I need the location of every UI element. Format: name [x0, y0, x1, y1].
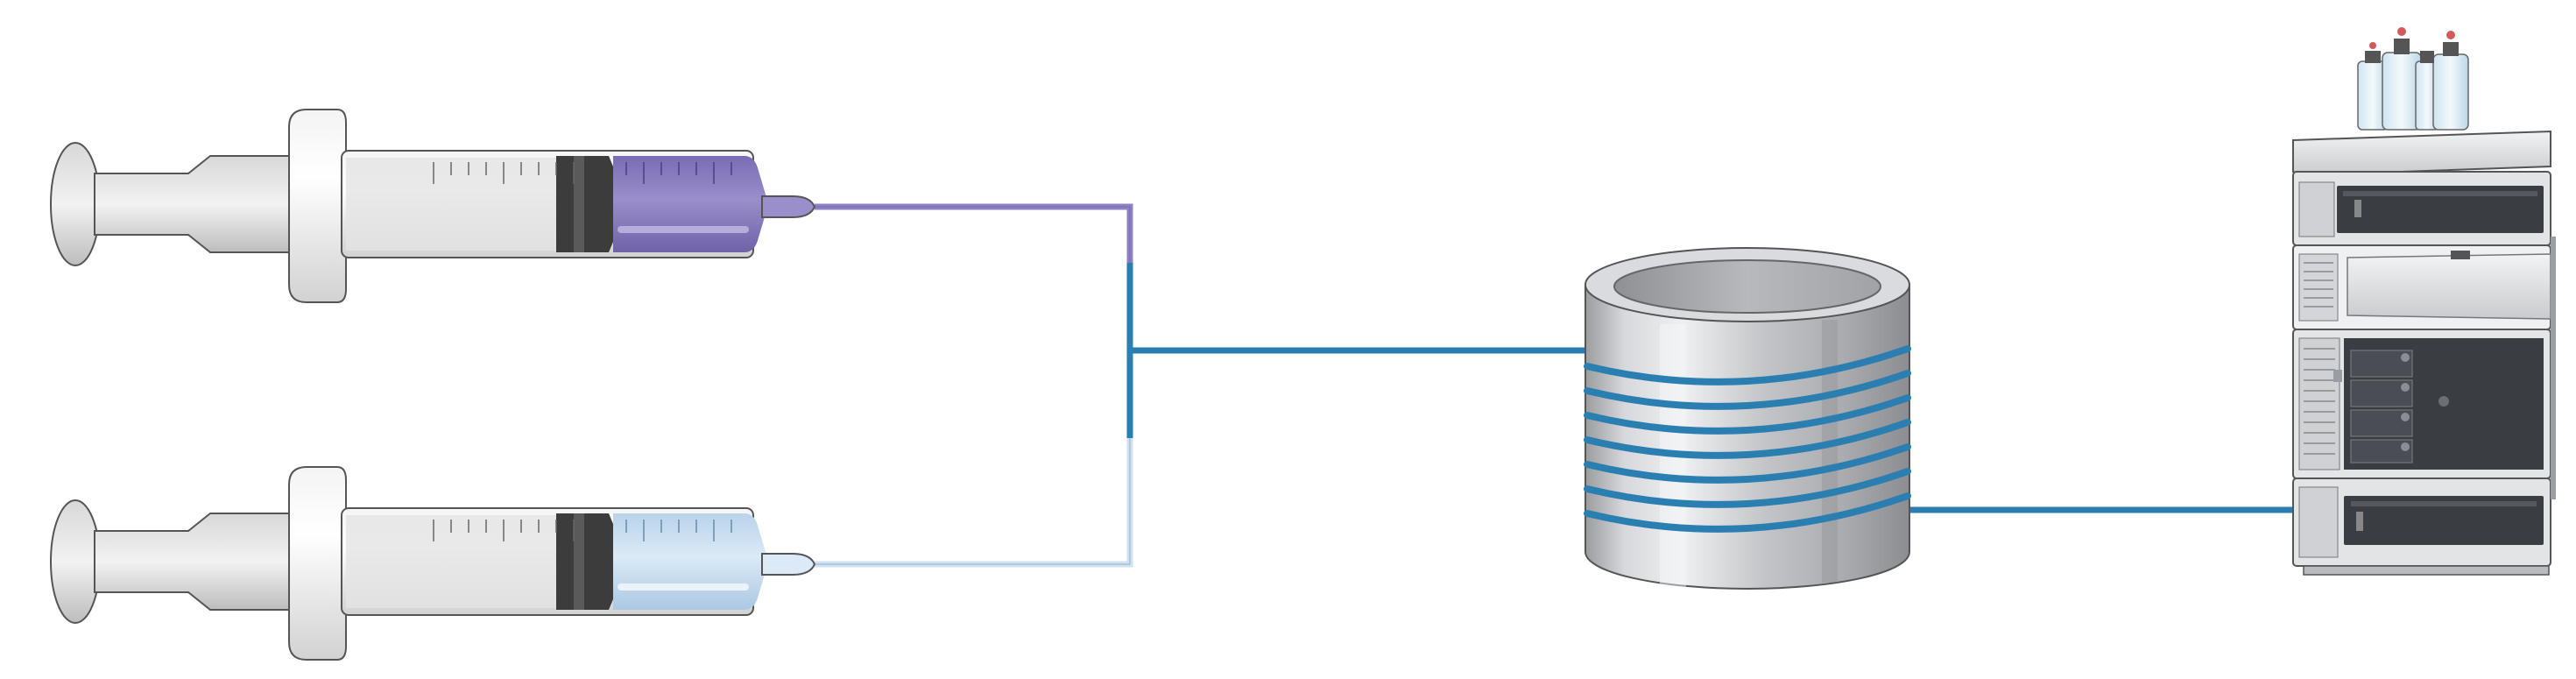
coil-windings: [1584, 345, 1911, 533]
tubing: [815, 203, 2299, 568]
syringe-top: [50, 109, 816, 303]
detector-module: [2292, 477, 2551, 576]
hplc-instrument: [2292, 27, 2556, 576]
plunger-cap: [50, 499, 101, 624]
reactor-body: [1584, 284, 1910, 590]
solvent-bottle: [2432, 53, 2469, 131]
autosampler-module: [2292, 244, 2551, 330]
reagent-liquid: [613, 513, 766, 610]
plunger-cap: [50, 142, 101, 266]
tube-top-reagent: [815, 203, 1133, 350]
graduation-marks: [433, 520, 732, 541]
syringe-tip: [761, 553, 816, 576]
solvent-tray: [2292, 130, 2551, 177]
solvent-bottles: [2357, 27, 2469, 131]
tube-top-reagent-outline: [815, 206, 1131, 350]
plunger-rod: [94, 155, 299, 253]
rubber-stopper: [556, 513, 613, 610]
plunger-rod: [94, 513, 299, 611]
rubber-stopper: [556, 156, 613, 252]
reagent-liquid: [613, 156, 766, 252]
tube-bottom-reagent: [815, 350, 1133, 568]
syringe-flange: [288, 109, 347, 303]
syringe-tip: [761, 195, 816, 218]
column-oven-module: [2292, 329, 2551, 479]
syringe-flange: [288, 466, 347, 661]
pump-module: [2292, 171, 2551, 246]
tube-bottom-reagent-outline: [815, 350, 1131, 565]
coil-reactor: [1584, 247, 1911, 590]
graduation-marks: [433, 162, 732, 184]
syringe-bottom: [50, 466, 816, 661]
reactor-opening: [1613, 259, 1881, 314]
